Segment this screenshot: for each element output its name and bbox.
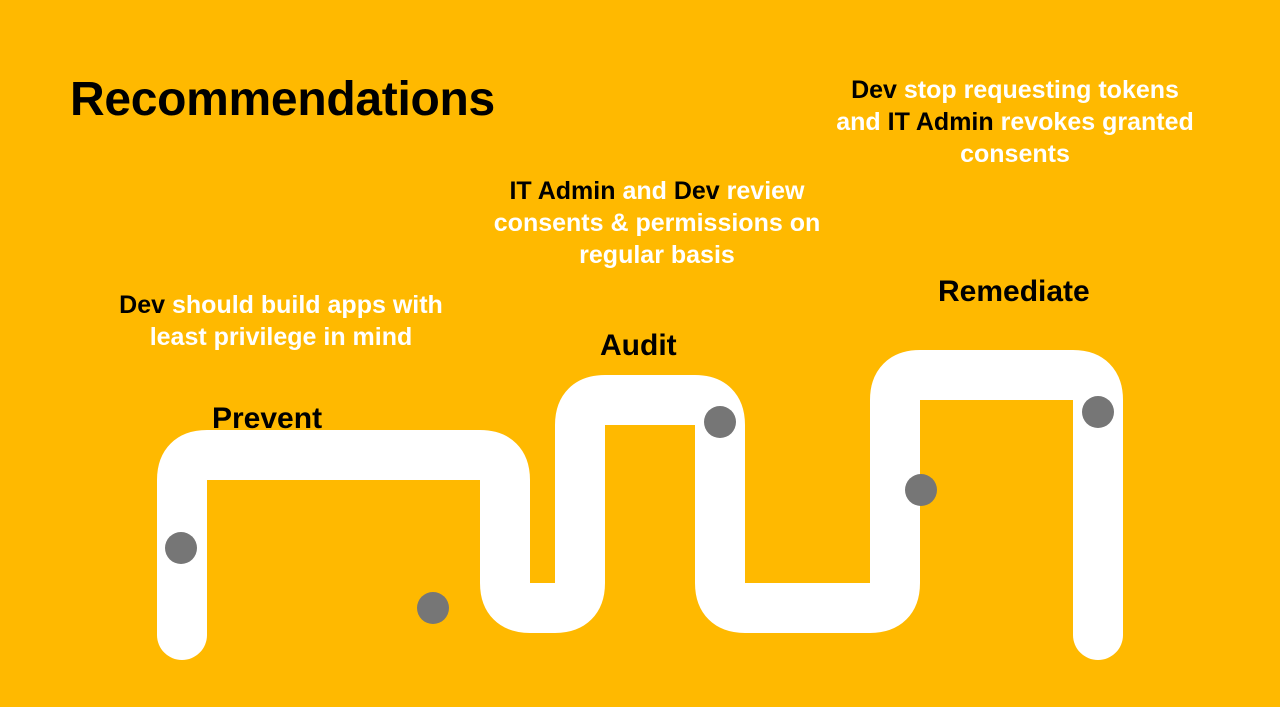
callout-body-text: and	[615, 177, 674, 205]
callout-body-text: stop requesting tokens and	[836, 76, 1179, 136]
stage-label-prevent: Prevent	[212, 402, 323, 435]
callout-prevent: Dev should build apps with least privile…	[100, 289, 462, 353]
marker-3	[704, 406, 736, 438]
callout-key-term: Dev	[119, 291, 166, 319]
callout-key-term: Dev	[673, 177, 720, 205]
marker-1	[165, 532, 197, 564]
callout-key-term: IT Admin	[509, 177, 616, 205]
callout-body-text: should build apps with least privilege i…	[149, 291, 443, 351]
callout-body-text: revokes granted consents	[960, 108, 1194, 168]
callout-key-term: IT Admin	[887, 108, 994, 136]
page-title: Recommendations	[70, 73, 495, 127]
callout-audit: IT Admin and Dev review consents & permi…	[476, 175, 838, 271]
marker-4	[905, 474, 937, 506]
stage-label-remediate: Remediate	[938, 275, 1090, 308]
callout-remediate: Dev stop requesting tokens and IT Admin …	[834, 74, 1196, 170]
callout-key-term: Dev	[851, 76, 897, 104]
marker-5	[1082, 396, 1114, 428]
callout-body-text: review consents & permissions on regular…	[493, 177, 821, 269]
stage-label-audit: Audit	[600, 329, 677, 362]
marker-2	[417, 592, 449, 624]
